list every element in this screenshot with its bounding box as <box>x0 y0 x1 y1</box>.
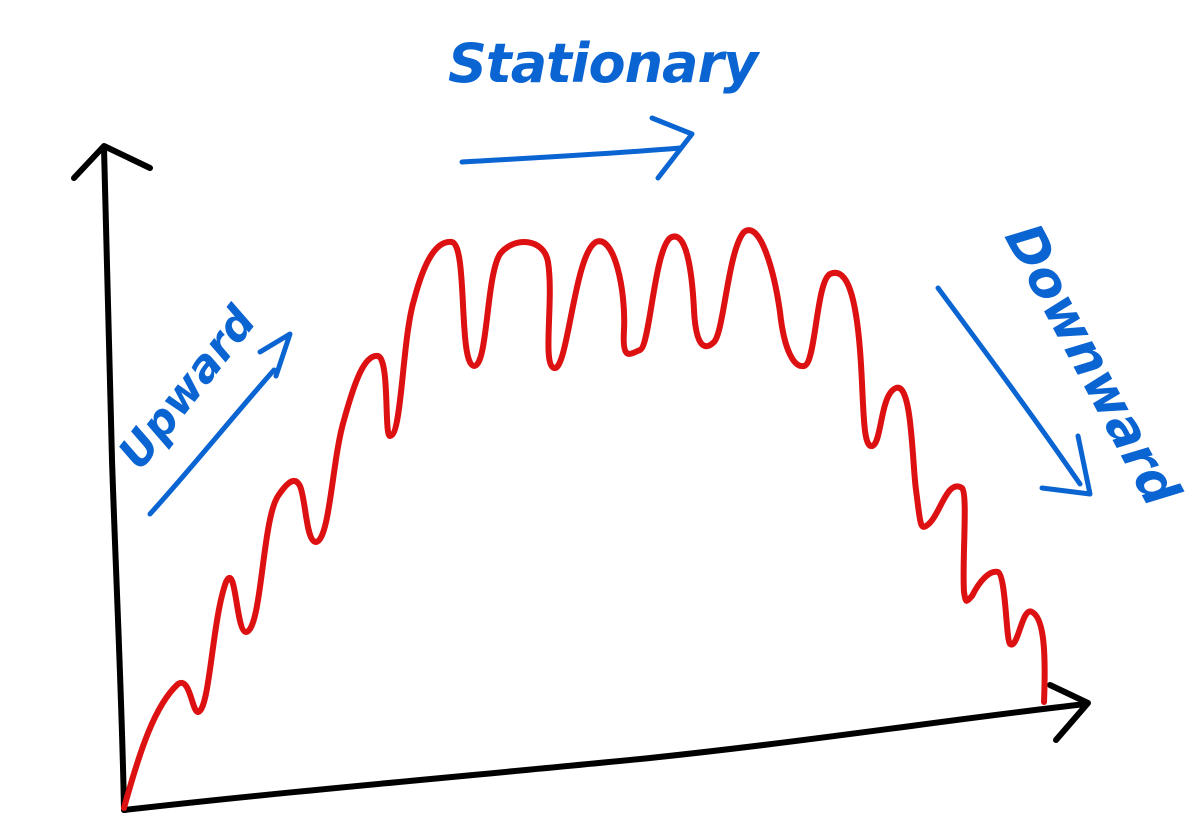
stationary-arrowhead <box>649 115 695 181</box>
stationary-label: Stationary <box>448 32 761 95</box>
annotation-arrows <box>147 115 1093 517</box>
upward-arrowhead <box>257 331 293 379</box>
axes <box>71 143 1091 813</box>
x-axis <box>121 701 1089 813</box>
stationary-arrow <box>459 145 683 165</box>
downward-arrowhead <box>1039 433 1093 497</box>
y-axis <box>101 145 127 813</box>
trend-curve <box>121 227 1048 811</box>
upward-arrow <box>147 367 277 517</box>
downward-arrow <box>935 285 1083 487</box>
upward-label: Upward <box>108 297 266 479</box>
downward-label: Downward <box>993 214 1192 517</box>
y-axis-arrowhead <box>71 143 153 181</box>
x-axis-arrowhead <box>1047 682 1091 743</box>
